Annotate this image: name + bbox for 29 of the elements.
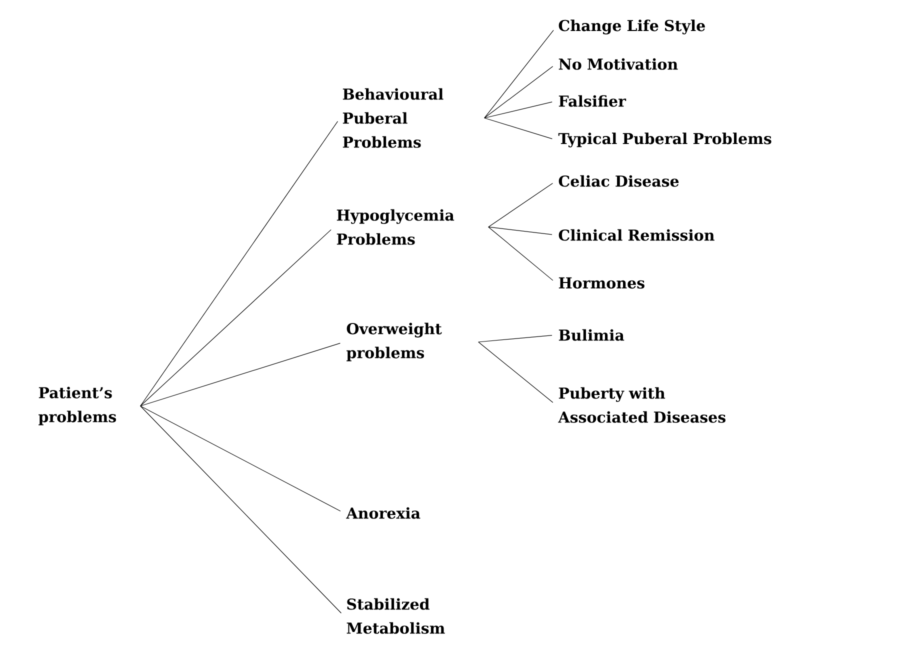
connector-line — [140, 406, 341, 512]
connector-line — [484, 66, 554, 118]
connector-line — [484, 102, 552, 118]
label-text: Overweight problems — [346, 322, 442, 362]
label-text: Celiac Disease — [558, 175, 679, 187]
label-text: Patient’s problems — [38, 386, 116, 426]
connector-line — [478, 342, 554, 403]
connector-line — [488, 226, 552, 235]
connector-line — [484, 30, 554, 118]
label-text: Change Life Style — [558, 20, 705, 34]
connector-line — [140, 120, 338, 406]
label-text: Clinical Remission — [558, 229, 714, 241]
label-text: Falsifier — [558, 95, 626, 107]
label-text: Typical Puberal Problems — [558, 132, 772, 148]
label-text: Behavioural Puberal Problems — [342, 88, 444, 148]
label-text: Bulimia — [558, 329, 624, 341]
label-text: Puberty with Associated Diseases — [558, 387, 726, 423]
connector-line — [488, 226, 554, 281]
label-text: Stabilized Metabolism — [346, 598, 445, 634]
connector-line — [140, 406, 342, 614]
connector-line — [488, 182, 553, 228]
label-text: Hormones — [558, 277, 644, 289]
label-text: Anorexia — [346, 507, 420, 519]
label-text: No Motivation — [558, 58, 678, 70]
connector-line — [484, 118, 552, 140]
label-text: Hypoglycemia Problems — [336, 209, 454, 245]
connector-line — [140, 342, 340, 406]
connector-line — [140, 229, 332, 406]
connector-line — [478, 335, 552, 342]
